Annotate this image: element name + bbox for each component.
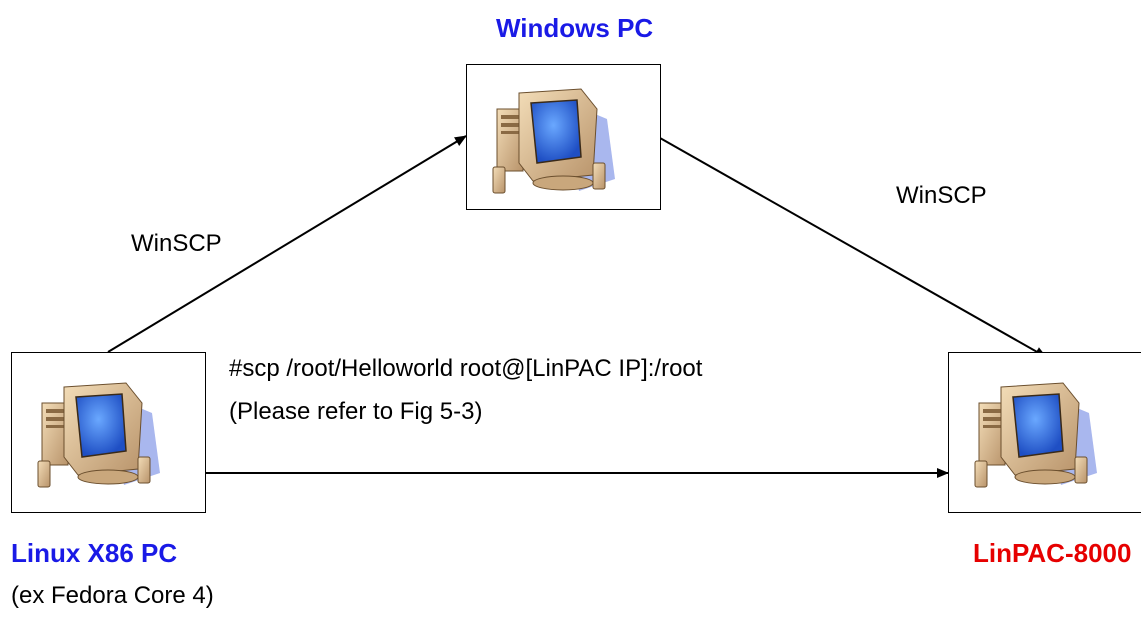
desktop-computer-icon	[37, 382, 160, 488]
linux-pc-subtitle: (ex Fedora Core 4)	[11, 582, 214, 609]
windows-pc-box	[466, 64, 661, 210]
linux-pc-title: Linux X86 PC	[11, 538, 178, 568]
desktop-computer-icon	[974, 382, 1097, 488]
edge-label-linux-windows: WinSCP	[131, 230, 222, 257]
arrow-linux-to-windows	[107, 135, 467, 353]
desktop-computer-icon	[492, 88, 615, 194]
edge-label-windows-linpac: WinSCP	[896, 182, 987, 209]
linux-pc-box	[11, 352, 206, 513]
scp-command-label: #scp /root/Helloworld root@[LinPAC IP]:/…	[229, 355, 703, 382]
scp-note-label: (Please refer to Fig 5-3)	[229, 398, 483, 425]
linpac-title: LinPAC-8000	[973, 538, 1132, 568]
linpac-box	[948, 352, 1141, 513]
windows-pc-title: Windows PC	[496, 13, 654, 43]
arrow-windows-to-linpac	[659, 137, 1047, 358]
